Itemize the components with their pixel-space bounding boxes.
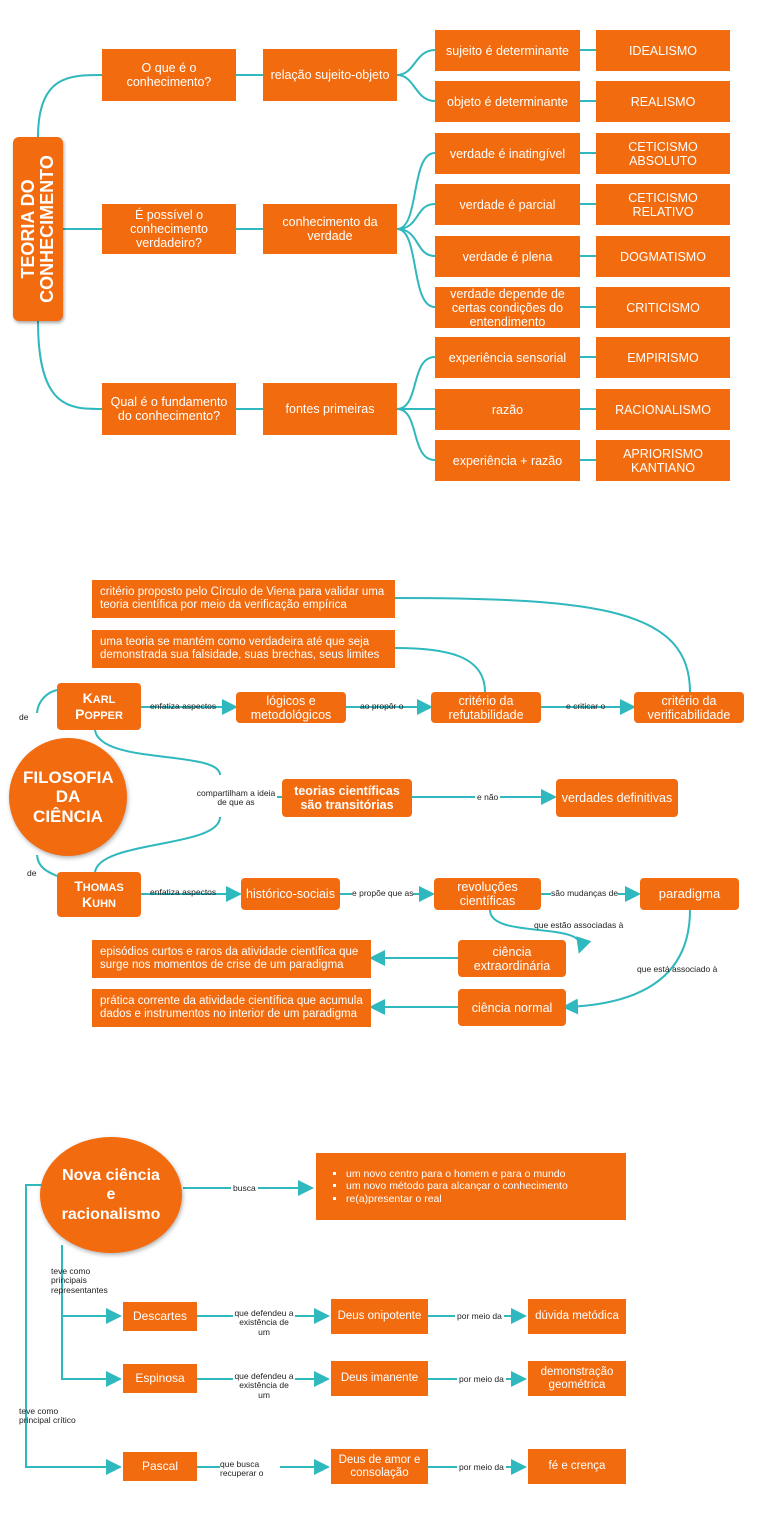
node-qual-fundamento: Qual é o fundamento do conhecimento? bbox=[102, 383, 236, 435]
node-deus-onipotente: Deus onipotente bbox=[331, 1299, 428, 1334]
busca-bullets: um novo centro para o homem e para o mun… bbox=[324, 1168, 568, 1204]
node-duvida-metodica: dúvida metódica bbox=[528, 1299, 626, 1334]
node-apriorismo-kantiano: APRIORISMO KANTIANO bbox=[596, 440, 730, 481]
label-representantes: teve como principais representantes bbox=[51, 1266, 108, 1295]
node-karl-popper: KARL POPPER bbox=[57, 683, 141, 730]
node-criticismo: CRITICISMO bbox=[596, 287, 730, 328]
label-critico: teve como principal crítico bbox=[19, 1406, 76, 1426]
label-de-popper: de bbox=[19, 712, 29, 722]
node-episodios: episódios curtos e raros da atividade ci… bbox=[92, 940, 371, 978]
node-realismo: REALISMO bbox=[596, 81, 730, 122]
label-defendeu-espinosa: que defendeu a existência de um bbox=[233, 1371, 295, 1401]
node-verdade-depende: verdade depende de certas condições do e… bbox=[435, 287, 580, 329]
label-defendeu-descartes: que defendeu a existência de um bbox=[233, 1308, 295, 1338]
node-sujeito-determinante: sujeito é determinante bbox=[435, 30, 580, 71]
node-pratica-corrente: prática corrente da atividade científica… bbox=[92, 989, 371, 1027]
node-verdade-plena: verdade é plena bbox=[435, 236, 580, 277]
label-associado: que está associado à bbox=[637, 964, 718, 974]
node-teorias-transitorias: teorias científicas são transitórias bbox=[282, 779, 412, 817]
busca-item: re(a)presentar o real bbox=[346, 1193, 568, 1205]
node-objeto-determinante: objeto é determinante bbox=[435, 81, 580, 122]
label-enfatiza-kuhn: enfatiza aspectos bbox=[150, 887, 217, 897]
nova-ciencia-title-text: Nova ciência e racionalismo bbox=[61, 1167, 161, 1223]
thomas-kuhn-line1: THOMAS bbox=[74, 877, 124, 894]
teoria-title-text: TEORIA DO CONHECIMENTO bbox=[18, 155, 57, 303]
label-sao-mudancas: são mudanças de bbox=[551, 888, 619, 899]
label-por-meio-3: por meio da bbox=[457, 1462, 506, 1473]
label-ao-propor: ao propôr o bbox=[360, 701, 404, 711]
node-deus-amor: Deus de amor e consolação bbox=[331, 1449, 428, 1484]
label-busca: busca bbox=[231, 1183, 258, 1194]
karl-popper-line2: POPPER bbox=[75, 705, 123, 722]
node-ciencia-extraordinaria: ciência extraordinária bbox=[458, 940, 566, 977]
node-refutabilidade-desc: uma teoria se mantém como verdadeira até… bbox=[92, 630, 395, 668]
node-experiencia-razao: experiência + razão bbox=[435, 440, 580, 481]
label-de-kuhn: de bbox=[27, 868, 37, 878]
filosofia-title-text: FILOSOFIA DA CIÊNCIA bbox=[23, 767, 114, 826]
node-fontes-primeiras: fontes primeiras bbox=[263, 383, 397, 435]
label-e-propoe: e propõe que as bbox=[352, 888, 414, 899]
node-criterio-verificabilidade: critério da verificabilidade bbox=[634, 692, 744, 723]
node-racionalismo: RACIONALISMO bbox=[596, 389, 730, 430]
node-empirismo: EMPIRISMO bbox=[596, 337, 730, 378]
node-fe-crenca: fé e crença bbox=[528, 1449, 626, 1484]
nova-ciencia-circle: Nova ciência e racionalismo bbox=[40, 1137, 182, 1253]
node-ceticismo-absoluto: CETICISMO ABSOLUTO bbox=[596, 133, 730, 174]
label-enfatiza-popper: enfatiza aspectos bbox=[150, 701, 217, 711]
teoria-conhecimento-title: TEORIA DO CONHECIMENTO bbox=[13, 137, 63, 321]
node-verdades-definitivas: verdades definitivas bbox=[556, 779, 678, 817]
busca-item: um novo centro para o homem e para o mun… bbox=[346, 1168, 568, 1180]
node-paradigma: paradigma bbox=[640, 878, 739, 910]
node-o-que-e: O que é o conhecimento? bbox=[102, 49, 236, 101]
node-dogmatismo: DOGMATISMO bbox=[596, 236, 730, 277]
node-verdade-parcial: verdade é parcial bbox=[435, 184, 580, 225]
node-verdade-inatingivel: verdade é inatingível bbox=[435, 133, 580, 174]
filosofia-ciencia-circle: FILOSOFIA DA CIÊNCIA bbox=[9, 738, 127, 856]
node-conhecimento-verdade: conhecimento da verdade bbox=[263, 204, 397, 254]
node-experiencia-sensorial: experiência sensorial bbox=[435, 337, 580, 378]
thomas-kuhn-line2: KUHN bbox=[82, 893, 116, 910]
label-busca-recuperar: que busca recuperar o bbox=[220, 1459, 280, 1479]
node-ceticismo-relativo: CETICISMO RELATIVO bbox=[596, 184, 730, 225]
node-idealismo: IDEALISMO bbox=[596, 30, 730, 71]
node-espinosa: Espinosa bbox=[123, 1364, 197, 1393]
node-deus-imanente: Deus imanente bbox=[331, 1361, 428, 1396]
node-circulo-viena: critério proposto pelo Círculo de Viena … bbox=[92, 580, 395, 618]
busca-item: um novo método para alcançar o conhecime… bbox=[346, 1180, 568, 1192]
karl-popper-line1: KARL bbox=[82, 689, 116, 706]
node-thomas-kuhn: THOMAS KUHN bbox=[57, 872, 141, 917]
node-descartes: Descartes bbox=[123, 1302, 197, 1331]
node-busca-list: um novo centro para o homem e para o mun… bbox=[316, 1153, 626, 1220]
node-historico-sociais: histórico-sociais bbox=[241, 878, 340, 910]
node-e-possivel: É possível o conhecimento verdadeiro? bbox=[102, 204, 236, 254]
node-razao: razão bbox=[435, 389, 580, 430]
label-e-nao: e não bbox=[475, 792, 501, 803]
node-ciencia-normal: ciência normal bbox=[458, 989, 566, 1026]
node-revolucoes-cientificas: revoluções científicas bbox=[434, 878, 541, 910]
node-pascal: Pascal bbox=[123, 1452, 197, 1481]
label-compartilham: compartilham a ideia de que as bbox=[195, 788, 277, 808]
label-associadas: que estão associadas à bbox=[534, 920, 624, 930]
label-por-meio-2: por meio da bbox=[457, 1374, 506, 1385]
node-demonstracao-geometrica: demonstração geométrica bbox=[528, 1361, 626, 1396]
label-e-criticar: e criticar o bbox=[566, 701, 606, 711]
node-logicos-metodologicos: lógicos e metodológicos bbox=[236, 692, 346, 723]
node-criterio-refutabilidade: critério da refutabilidade bbox=[431, 692, 541, 723]
node-relacao-sujeito-objeto: relação sujeito-objeto bbox=[263, 49, 397, 101]
label-por-meio-1: por meio da bbox=[455, 1311, 504, 1322]
